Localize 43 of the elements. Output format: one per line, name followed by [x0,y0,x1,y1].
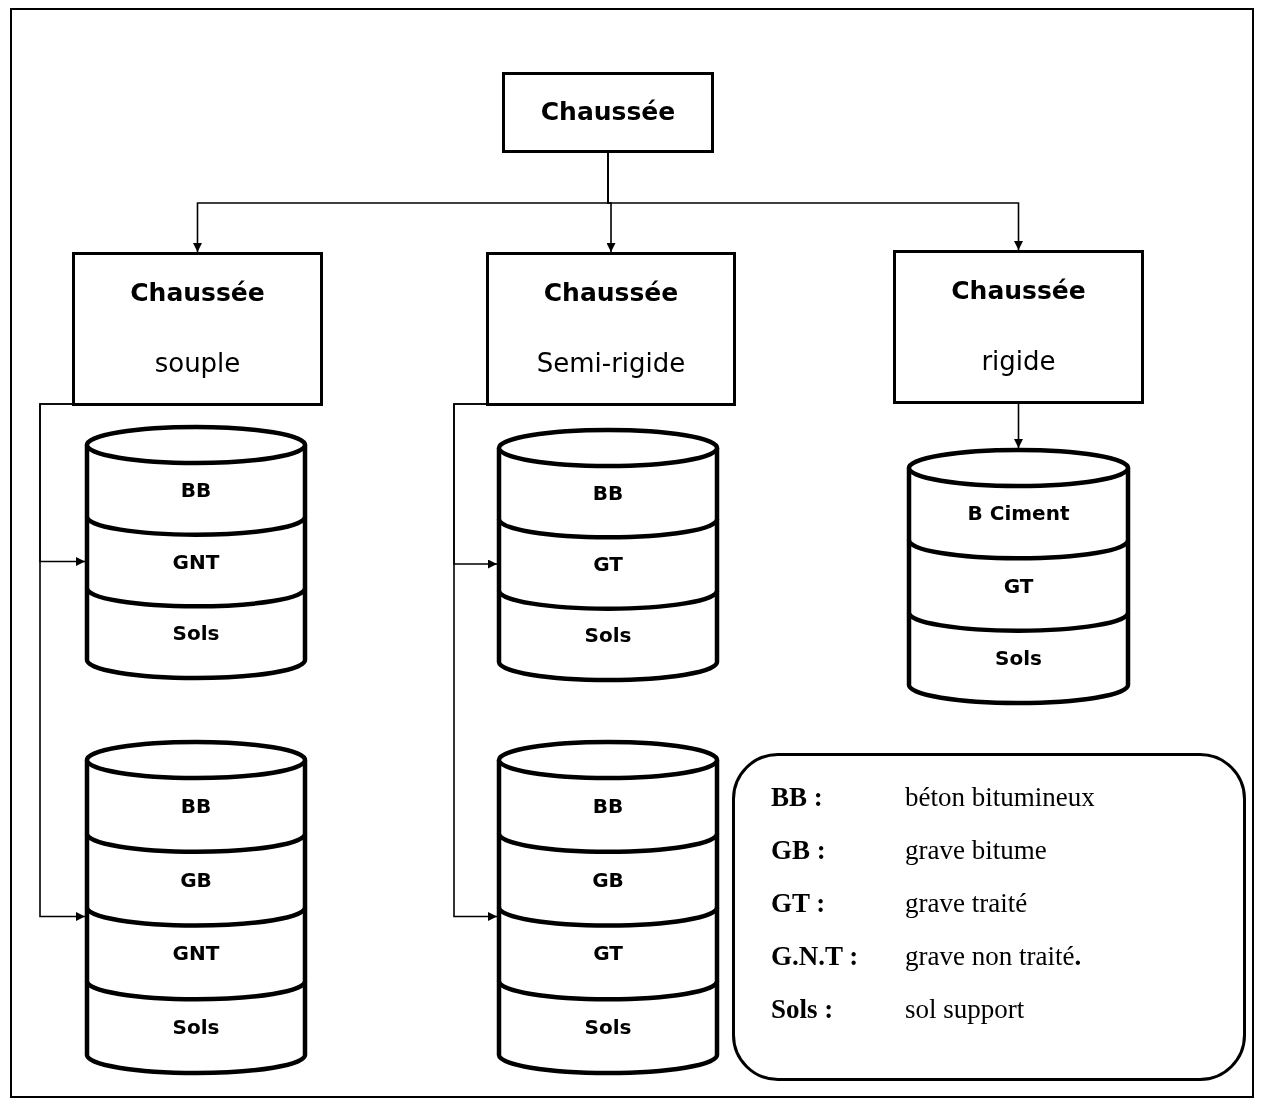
category-box [72,252,323,406]
abbreviation: BB : [771,781,824,814]
layer-label: BB [591,793,625,818]
abbreviation: GB : [771,834,827,867]
arrow [39,403,86,921]
box-subtitle: rigide [981,346,1056,377]
layer-label: Sols [171,621,221,646]
abbreviation-meaning: grave traité [905,887,1029,920]
layer-label: GT [592,552,624,576]
category-box [893,250,1144,404]
box-title: Chaussée [951,277,1086,307]
layer-label: B Ciment [966,501,1071,526]
layer-label: Sols [994,645,1043,670]
layer-label: GNT [171,941,221,966]
layer-label: GB [179,867,213,892]
category-box [486,252,736,406]
arrow [1014,403,1023,449]
abbreviation-meaning: béton bitumineux [905,781,1096,814]
layer-label: BB [591,480,625,505]
box-title: Chaussée [543,279,679,309]
box-title: Chaussée [540,98,676,127]
abbreviation-panel [732,753,1246,1081]
box-subtitle: souple [154,348,241,379]
layer-label: GB [591,867,625,892]
abbreviation-meaning: grave non traité. [905,940,1083,973]
arrow [453,403,498,921]
layer-label: Sols [171,1015,221,1040]
layer-label: Sols [583,1015,633,1040]
box-subtitle: Semi-rigide [536,348,686,379]
layer-label: GT [1002,573,1035,598]
abbreviation: G.N.T : [771,940,860,973]
abbreviation-meaning: grave bitume [905,834,1048,867]
layer-label: BB [179,477,213,502]
layer-label: Sols [583,623,633,648]
arrow [607,152,1023,251]
abbreviation: GT : [771,887,827,920]
layer-label: BB [179,793,213,818]
layer-label: GNT [171,549,221,574]
category-box [502,72,714,153]
abbreviation: Sols : [771,993,835,1026]
abbreviation-meaning: sol support [905,993,1026,1026]
box-title: Chaussée [130,279,265,309]
layer-label: GT [592,941,624,966]
